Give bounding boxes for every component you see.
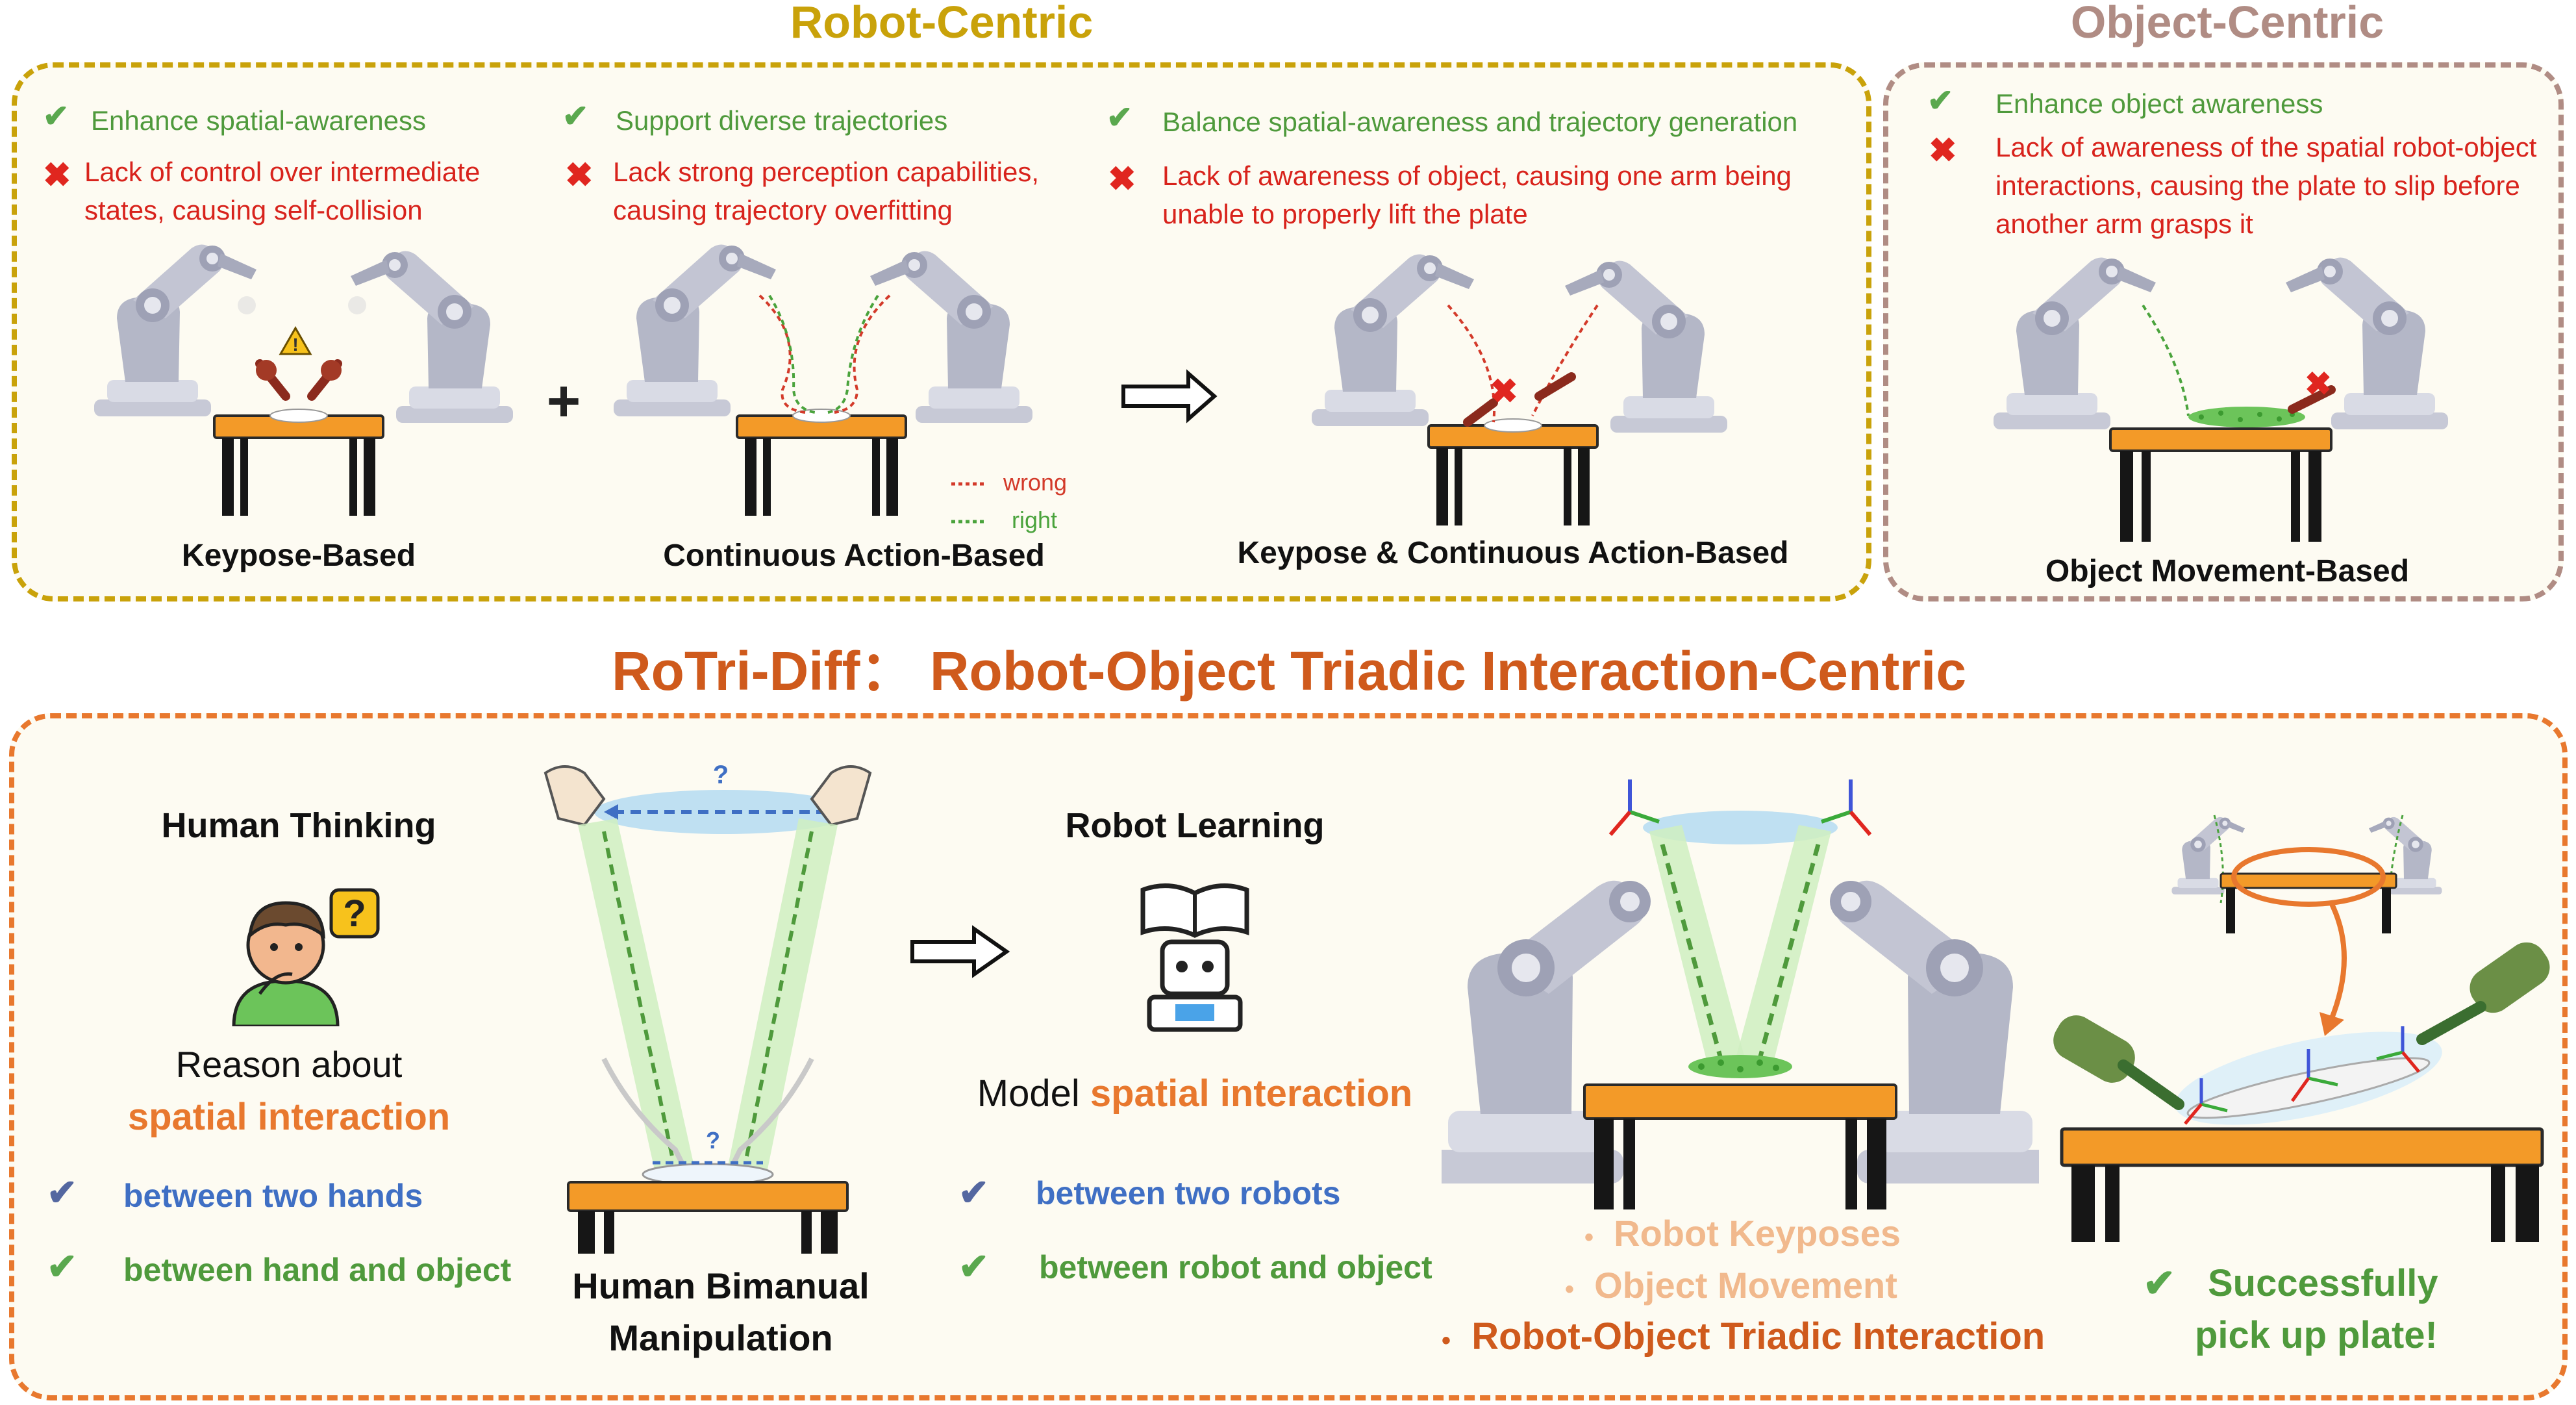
- bullet-label: Object Movement: [1594, 1265, 1897, 1306]
- object-movement-illustration: ✖: [1994, 257, 2558, 543]
- bullet-label: Robot Keyposes: [1614, 1213, 1901, 1254]
- robot-centric-title: Robot-Centric: [790, 0, 1094, 47]
- model-highlight-text: spatial interaction: [1090, 1072, 1413, 1115]
- reason-about-text: Reason about: [175, 1044, 403, 1085]
- model-spatial-interaction-text: Model spatial interaction: [961, 1072, 1429, 1115]
- check-icon: ✔: [958, 1246, 989, 1287]
- bullet-object-movement: • Object Movement: [1565, 1264, 1897, 1306]
- check-icon: ✔: [47, 1172, 77, 1213]
- cross-icon: ✖: [1929, 132, 1957, 170]
- bullet-label: Robot-Object Triadic Interaction: [1471, 1315, 2045, 1358]
- robot-centric-illustrations: ! + ✖: [94, 244, 1883, 527]
- human-manipulation-caption: Human Bimanual Manipulation: [572, 1265, 869, 1358]
- robot-learning-icon: [1140, 883, 1249, 1032]
- cross-icon: ✖: [1108, 160, 1136, 198]
- continuous-caption: Continuous Action-Based: [663, 538, 1045, 573]
- check-icon: ✔: [1927, 84, 1954, 118]
- object-centric-con-text: Lack of awareness of the spatial robot-o…: [1995, 132, 2537, 239]
- svg-text:!: !: [292, 335, 298, 355]
- combined-con-text: Lack of awareness of object, causing one…: [1162, 160, 1792, 229]
- human-thinking-title: Human Thinking: [161, 806, 436, 845]
- success-line1: Successfully: [2208, 1262, 2438, 1304]
- rotri-panel: [9, 713, 2568, 1400]
- model-prefix-text: Model: [977, 1072, 1090, 1115]
- keypose-con-text: Lack of control over intermediate states…: [84, 157, 481, 225]
- combined-pro-text: Balance spatial-awareness and trajectory…: [1162, 107, 1798, 137]
- robot-centric-panel: [12, 62, 1871, 601]
- svg-text:+: +: [547, 369, 581, 434]
- bullet-robot-keyposes: • Robot Keyposes: [1584, 1212, 1901, 1254]
- keypose-caption: Keypose-Based: [181, 538, 416, 573]
- spatial-interaction-text: spatial interaction: [127, 1096, 451, 1138]
- bullet-dot-icon: •: [1442, 1326, 1451, 1355]
- check-icon: ✔: [43, 99, 69, 134]
- between-hand-and-object-text: between hand and object: [123, 1252, 512, 1288]
- svg-text:✖: ✖: [1490, 373, 1518, 411]
- keypose-pro-text: Enhance spatial-awareness: [91, 105, 426, 136]
- rotri-main-title: RoTri-Diff： Robot-Object Triadic Interac…: [611, 640, 1967, 702]
- object-movement-caption: Object Movement-Based: [2045, 554, 2410, 589]
- bullet-dot-icon: •: [1584, 1223, 1594, 1252]
- object-centric-pro-text: Enhance object awareness: [1995, 88, 2323, 119]
- bullet-dot-icon: •: [1565, 1275, 1575, 1304]
- legend-wrong-label: wrong: [1003, 469, 1068, 496]
- between-two-robots-text: between two robots: [1036, 1175, 1341, 1211]
- svg-text:✖: ✖: [2305, 366, 2332, 402]
- robot-learning-title: Robot Learning: [1065, 806, 1325, 845]
- success-illustration: [2053, 815, 2550, 1242]
- check-icon: ✔: [1107, 101, 1133, 135]
- human-manipulation-illustration: ? ?: [544, 761, 872, 1254]
- cross-icon: ✖: [43, 157, 71, 194]
- thinking-person-icon: ?: [232, 888, 380, 1026]
- svg-text:?: ?: [713, 761, 729, 789]
- legend-right-label: right: [1012, 507, 1058, 533]
- check-icon: ✔: [562, 99, 589, 134]
- combined-caption: Keypose & Continuous Action-Based: [1237, 536, 1789, 570]
- check-icon: ✔: [47, 1246, 77, 1287]
- cross-icon: ✖: [565, 157, 594, 194]
- between-two-hands-text: between two hands: [123, 1178, 423, 1214]
- check-icon: ✔: [958, 1172, 989, 1213]
- object-centric-panel: [1883, 62, 2564, 601]
- svg-text:?: ?: [343, 892, 366, 935]
- svg-text:?: ?: [706, 1127, 720, 1154]
- object-centric-title: Object-Centric: [2070, 0, 2384, 47]
- continuous-pro-text: Support diverse trajectories: [616, 105, 948, 136]
- bullet-triadic-interaction: • Robot-Object Triadic Interaction: [1442, 1315, 2045, 1358]
- between-robot-and-object-text: between robot and object: [1039, 1249, 1432, 1285]
- triadic-interaction-illustration: [1442, 779, 2039, 1209]
- continuous-con-text: Lack strong perception capabilities, cau…: [613, 157, 1040, 225]
- success-line2: pick up plate!: [2195, 1314, 2438, 1356]
- check-icon: ✔: [2143, 1261, 2176, 1305]
- right-arrow-icon: [910, 925, 1010, 978]
